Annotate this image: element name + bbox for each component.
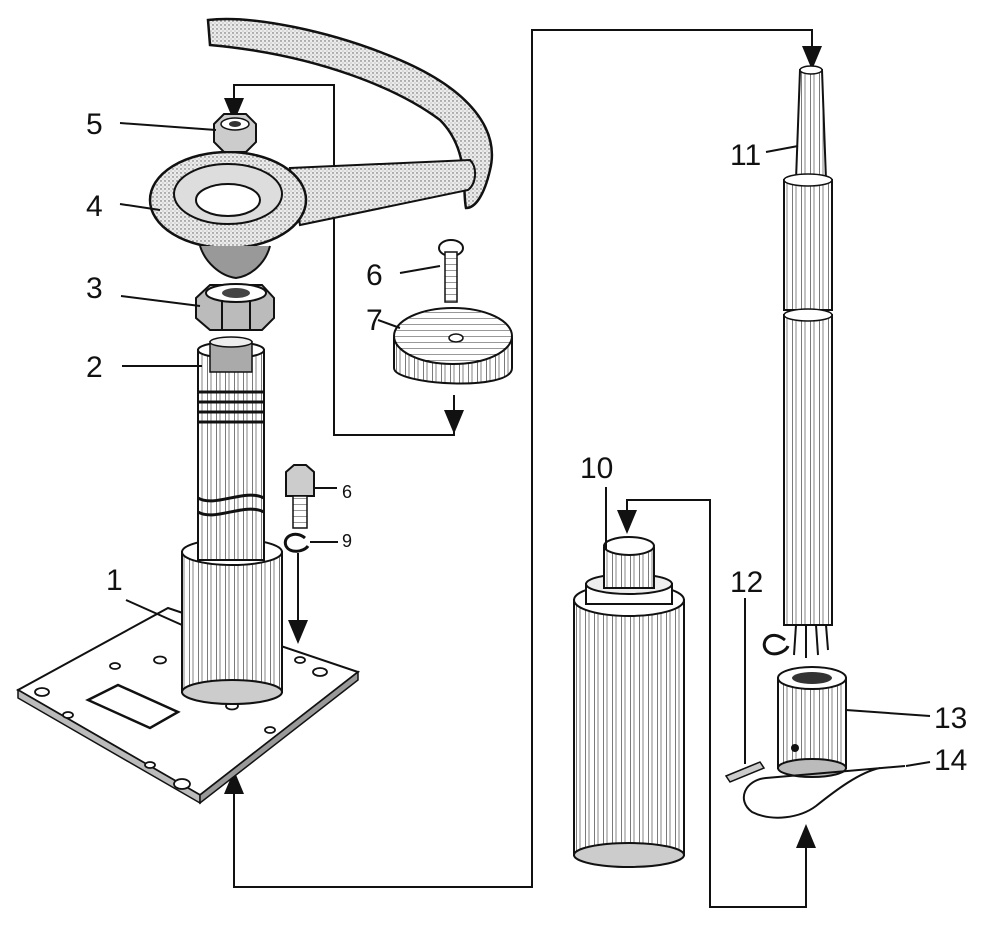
part-11-splined-shaft <box>783 65 833 658</box>
label-7: 7 <box>366 304 383 337</box>
leader-1 <box>125 599 183 626</box>
part-13-coupler <box>777 666 847 778</box>
part-3-castle-nut <box>195 283 275 331</box>
arrow-base-to-11 <box>233 29 822 888</box>
leader-4 <box>119 203 161 211</box>
label-12: 12 <box>730 566 763 599</box>
label-3: 3 <box>86 272 103 305</box>
part-14-wire <box>742 765 906 819</box>
part-1-base-plate <box>15 538 361 805</box>
label-5: 5 <box>86 108 103 141</box>
label-6-lower: 6 <box>342 482 352 502</box>
leader-6a <box>399 265 441 274</box>
leader-7 <box>377 319 401 329</box>
assembly-arrows <box>224 29 822 908</box>
leader-lines <box>119 122 931 767</box>
label-9: 9 <box>342 531 352 551</box>
label-4: 4 <box>86 190 103 223</box>
arrow-14-to-10 <box>617 499 807 908</box>
part-4-handle-wrench <box>148 17 494 280</box>
part-6-bolt-lower <box>285 464 315 529</box>
leader-14 <box>905 761 931 767</box>
part-labels: 1 2 3 4 5 6 7 6 9 10 11 12 13 14 <box>86 108 967 777</box>
leader-13 <box>845 709 931 717</box>
part-2-column <box>197 336 265 561</box>
part-9-snap-ring <box>283 532 310 553</box>
part-6-screw-upper <box>438 239 464 303</box>
label-11: 11 <box>730 139 761 172</box>
label-10: 10 <box>580 452 613 485</box>
arrow-7-to-5 <box>224 84 455 436</box>
leader-3 <box>120 295 201 307</box>
label-13: 13 <box>934 702 967 735</box>
leader-5 <box>119 122 217 131</box>
part-7-disk <box>393 307 513 385</box>
part-5-hex-nut <box>213 113 257 153</box>
label-1: 1 <box>106 564 123 597</box>
label-6-upper: 6 <box>366 259 383 292</box>
label-14: 14 <box>934 744 967 777</box>
leader-11 <box>765 145 799 153</box>
small-ring <box>762 633 790 656</box>
part-10-sleeve <box>573 536 685 868</box>
label-2: 2 <box>86 351 103 384</box>
part-12-pin <box>724 761 766 783</box>
